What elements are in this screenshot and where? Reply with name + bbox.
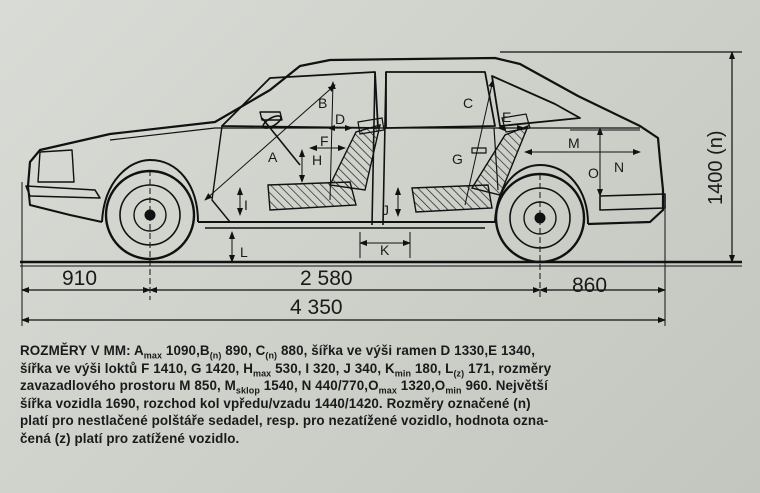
caption-line-1: ROZMĚRY V MM: Amax 1090,B(n) 890, C(n) 8… (20, 343, 536, 361)
label-n: N (614, 159, 624, 175)
wheelbase-label: 2 580 (300, 267, 353, 290)
total-length-label: 4 350 (290, 296, 343, 319)
label-o: O (588, 165, 599, 181)
caption-line-4: šířka vozidla 1690, rozchod kol vpředu/v… (20, 395, 531, 411)
car-body (25, 56, 666, 229)
front-overhang-label: 910 (62, 267, 97, 290)
rear-seat (411, 113, 531, 213)
caption-line-5: platí pro nestlačené polštáře sedadel, r… (20, 413, 549, 429)
label-d: D (335, 111, 345, 127)
height-label: 1400 (n) (705, 131, 727, 206)
label-e: E (502, 109, 511, 125)
caption-line-3: zavazadlového prostoru M 850, Msklop 154… (20, 378, 548, 396)
label-f: F (320, 133, 329, 149)
front-seat (267, 117, 385, 211)
interior-dimensions (204, 79, 641, 263)
label-b: B (318, 95, 327, 111)
dimension-letters: A B C D E F G H I J K L M N O (240, 95, 624, 260)
label-l: L (240, 244, 248, 260)
label-m: M (568, 135, 580, 151)
label-j: J (382, 202, 389, 218)
label-g: G (452, 151, 463, 167)
label-h: H (312, 152, 322, 168)
exterior-dimension-lines (21, 51, 742, 323)
caption-line-2: šířka ve výši loktů F 1410, G 1420, Hmax… (20, 360, 552, 379)
label-a: A (268, 149, 278, 165)
label-i: I (244, 197, 248, 213)
caption-line-6: čená (z) platí pro zatížené vozidlo. (20, 430, 240, 446)
label-k: K (380, 242, 390, 258)
car-dimension-drawing: 910 2 580 860 4 350 1400 (n) A B C D E F… (20, 51, 742, 326)
label-c: C (463, 95, 473, 111)
dimension-caption: ROZMĚRY V MM: Amax 1090,B(n) 890, C(n) 8… (20, 342, 742, 448)
rear-overhang-label: 860 (572, 274, 607, 297)
